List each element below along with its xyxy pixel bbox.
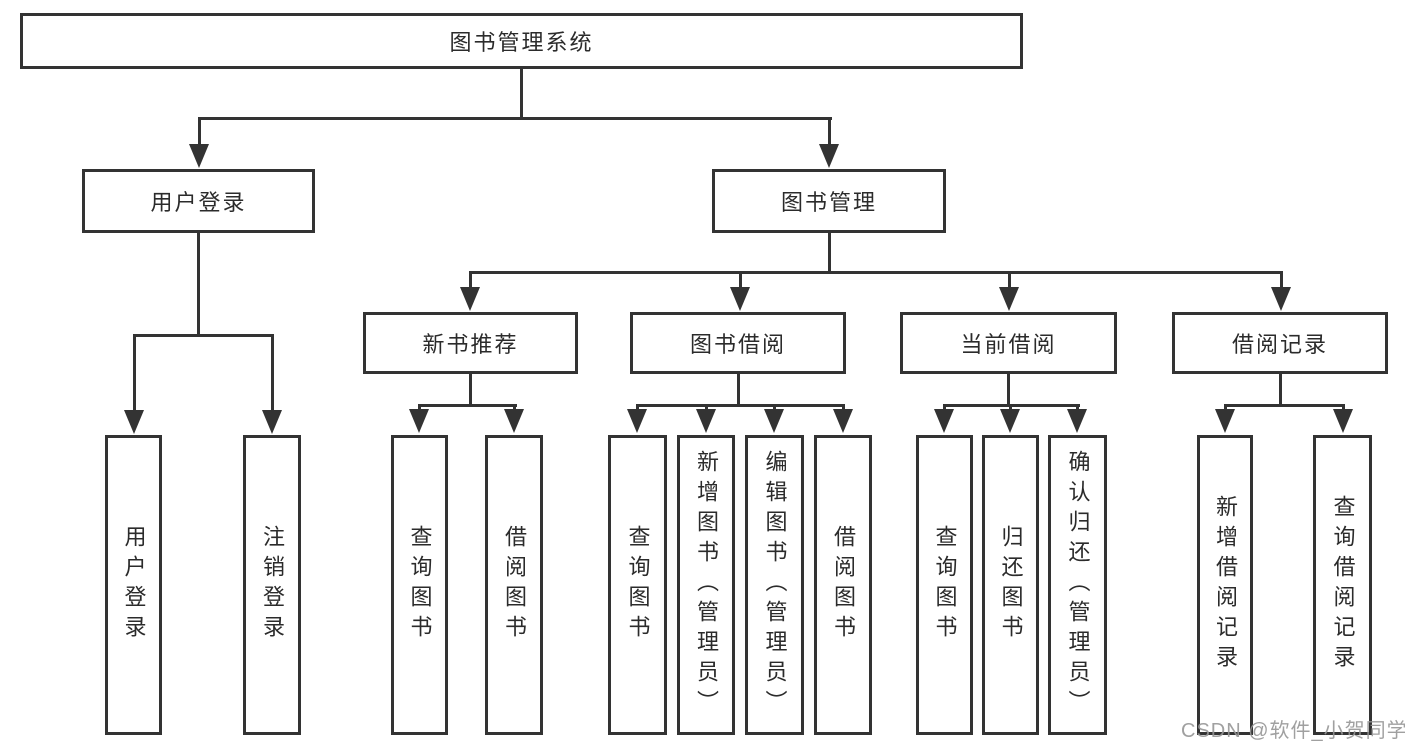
node-leaf-query-books-borrowing: 查询图书 <box>608 435 667 735</box>
connector-line <box>271 334 274 414</box>
connector-line <box>1008 271 1011 291</box>
connector-line <box>418 404 421 413</box>
arrow-down-icon <box>124 410 144 434</box>
connector-line <box>520 68 523 119</box>
node-borrowing-records: 借阅记录 <box>1172 312 1388 374</box>
node-leaf-user-login-label: 用户登录 <box>121 525 147 645</box>
arrow-down-icon <box>696 409 716 433</box>
connector-line <box>1279 374 1282 407</box>
connector-line <box>705 404 708 413</box>
arrow-down-icon <box>819 144 839 168</box>
arrow-down-icon <box>1333 409 1353 433</box>
node-leaf-user-login: 用户登录 <box>105 435 162 735</box>
connector-line <box>469 271 1283 274</box>
connector-line <box>636 404 639 413</box>
connector-line <box>418 404 517 407</box>
node-book-borrowing-label: 图书借阅 <box>689 332 786 357</box>
node-current-borrowing: 当前借阅 <box>900 312 1117 374</box>
connector-line <box>1224 404 1227 413</box>
node-user-login: 用户登录 <box>82 169 315 233</box>
arrow-down-icon <box>833 409 853 433</box>
arrow-down-icon <box>999 287 1019 311</box>
connector-line <box>1342 404 1345 413</box>
watermark-text: CSDN @软件_小贺同学 <box>1181 720 1405 742</box>
connector-line <box>828 117 831 149</box>
arrow-down-icon <box>460 287 480 311</box>
node-leaf-add-books-admin: 新增图书（管理员） <box>677 435 735 735</box>
arrow-down-icon <box>504 409 524 433</box>
arrow-down-icon <box>262 410 282 434</box>
node-new-book-recommend: 新书推荐 <box>363 312 578 374</box>
node-leaf-add-borrow-record: 新增借阅记录 <box>1197 435 1253 735</box>
connector-line <box>739 271 742 291</box>
node-user-login-label: 用户登录 <box>150 190 247 215</box>
connector-line <box>636 404 845 407</box>
arrow-down-icon <box>1067 409 1087 433</box>
arrow-down-icon <box>1271 287 1291 311</box>
node-leaf-confirm-return-admin: 确认归还（管理员） <box>1048 435 1107 735</box>
connector-line <box>842 404 845 413</box>
node-book-management-label: 图书管理 <box>780 190 877 215</box>
node-leaf-add-borrow-record-label: 新增借阅记录 <box>1213 495 1238 675</box>
node-leaf-edit-books-admin: 编辑图书（管理员） <box>745 435 804 735</box>
node-leaf-query-books-current: 查询图书 <box>916 435 973 735</box>
node-leaf-borrow-books-label: 借阅图书 <box>831 525 856 645</box>
node-leaf-return-books: 归还图书 <box>982 435 1039 735</box>
arrow-down-icon <box>730 287 750 311</box>
arrow-down-icon <box>189 144 209 168</box>
connector-line <box>943 404 946 413</box>
connector-line <box>133 334 274 337</box>
node-book-management: 图书管理 <box>712 169 946 233</box>
node-leaf-query-books-recommend-label: 查询图书 <box>407 525 433 645</box>
node-library-system: 图书管理系统 <box>20 13 1023 69</box>
node-library-system-label: 图书管理系统 <box>449 30 594 55</box>
node-leaf-add-books-admin-label: 新增图书（管理员） <box>694 450 719 720</box>
node-book-borrowing: 图书借阅 <box>630 312 846 374</box>
arrow-down-icon <box>764 409 784 433</box>
node-leaf-logout-label: 注销登录 <box>260 525 285 645</box>
node-leaf-confirm-return-admin-label: 确认归还（管理员） <box>1065 450 1091 720</box>
node-leaf-borrow-books-recommend: 借阅图书 <box>485 435 543 735</box>
connector-line <box>773 404 776 413</box>
node-leaf-query-books-borrowing-label: 查询图书 <box>625 525 651 645</box>
connector-line <box>828 233 831 274</box>
connector-line <box>469 374 472 407</box>
node-current-borrowing-label: 当前借阅 <box>960 332 1057 357</box>
connector-line <box>133 334 136 414</box>
node-leaf-query-books-recommend: 查询图书 <box>391 435 448 735</box>
connector-line <box>198 117 201 149</box>
arrow-down-icon <box>934 409 954 433</box>
connector-line <box>197 233 200 337</box>
connector-line <box>1224 404 1345 407</box>
node-leaf-borrow-books-recommend-label: 借阅图书 <box>502 525 527 645</box>
connector-line <box>469 271 472 291</box>
node-leaf-borrow-books: 借阅图书 <box>814 435 872 735</box>
connector-line <box>198 117 832 120</box>
node-leaf-logout: 注销登录 <box>243 435 301 735</box>
node-leaf-return-books-label: 归还图书 <box>998 525 1024 645</box>
node-leaf-query-borrow-record-label: 查询借阅记录 <box>1330 495 1356 675</box>
node-leaf-query-borrow-record: 查询借阅记录 <box>1313 435 1372 735</box>
connector-line <box>513 404 516 413</box>
connector-line <box>737 374 740 407</box>
node-borrowing-records-label: 借阅记录 <box>1231 332 1328 357</box>
node-leaf-query-books-current-label: 查询图书 <box>932 525 958 645</box>
connector-line <box>1280 271 1283 291</box>
connector-line <box>1009 404 1012 413</box>
arrow-down-icon <box>627 409 647 433</box>
connector-line <box>1007 374 1010 407</box>
arrow-down-icon <box>1215 409 1235 433</box>
node-leaf-edit-books-admin-label: 编辑图书（管理员） <box>762 450 788 720</box>
arrow-down-icon <box>409 409 429 433</box>
arrow-down-icon <box>1000 409 1020 433</box>
connector-line <box>1076 404 1079 413</box>
node-new-book-recommend-label: 新书推荐 <box>422 332 519 357</box>
